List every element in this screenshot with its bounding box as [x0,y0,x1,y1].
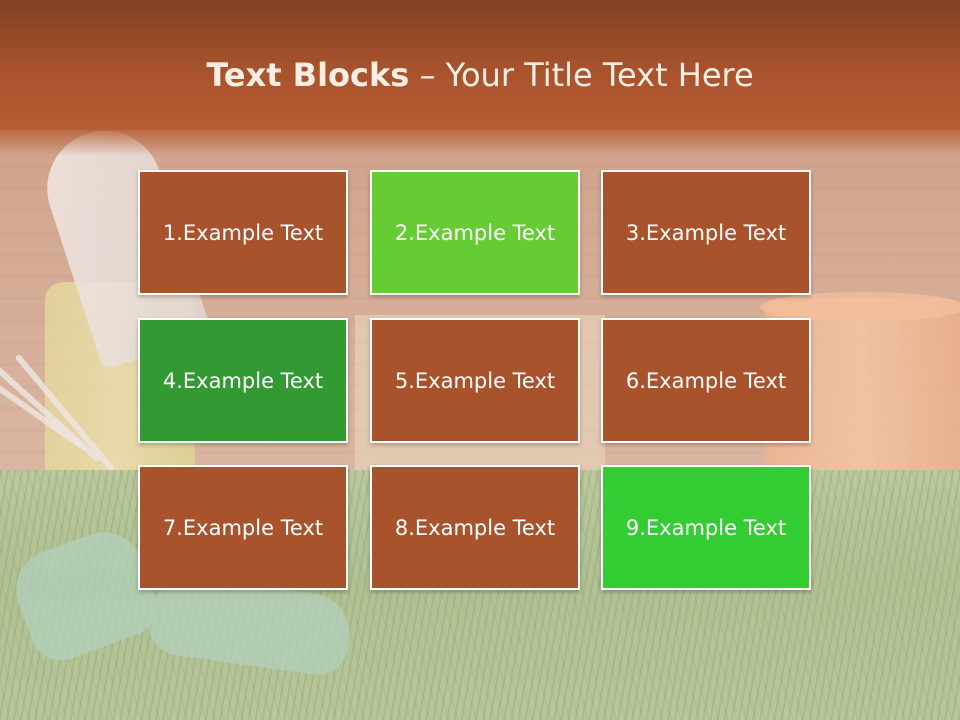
page-title: Text Blocks – Your Title Text Here [0,52,960,98]
text-block-3[interactable]: 3.Example Text [601,170,811,295]
title-bar [0,0,960,130]
page-title-separator: – [409,56,446,94]
text-block-8[interactable]: 8.Example Text [370,465,580,590]
background-watering-can-rim [760,292,960,322]
text-block-1[interactable]: 1.Example Text [138,170,348,295]
text-block-5[interactable]: 5.Example Text [370,318,580,443]
text-block-9[interactable]: 9.Example Text [601,465,811,590]
title-bar-fade [0,128,960,156]
text-blocks-grid: 1.Example Text 2.Example Text 3.Example … [138,170,818,595]
text-block-4[interactable]: 4.Example Text [138,318,348,443]
page-title-rest: Your Title Text Here [445,56,754,94]
text-block-2[interactable]: 2.Example Text [370,170,580,295]
text-block-7[interactable]: 7.Example Text [138,465,348,590]
page-title-bold: Text Blocks [206,56,410,94]
text-block-6[interactable]: 6.Example Text [601,318,811,443]
